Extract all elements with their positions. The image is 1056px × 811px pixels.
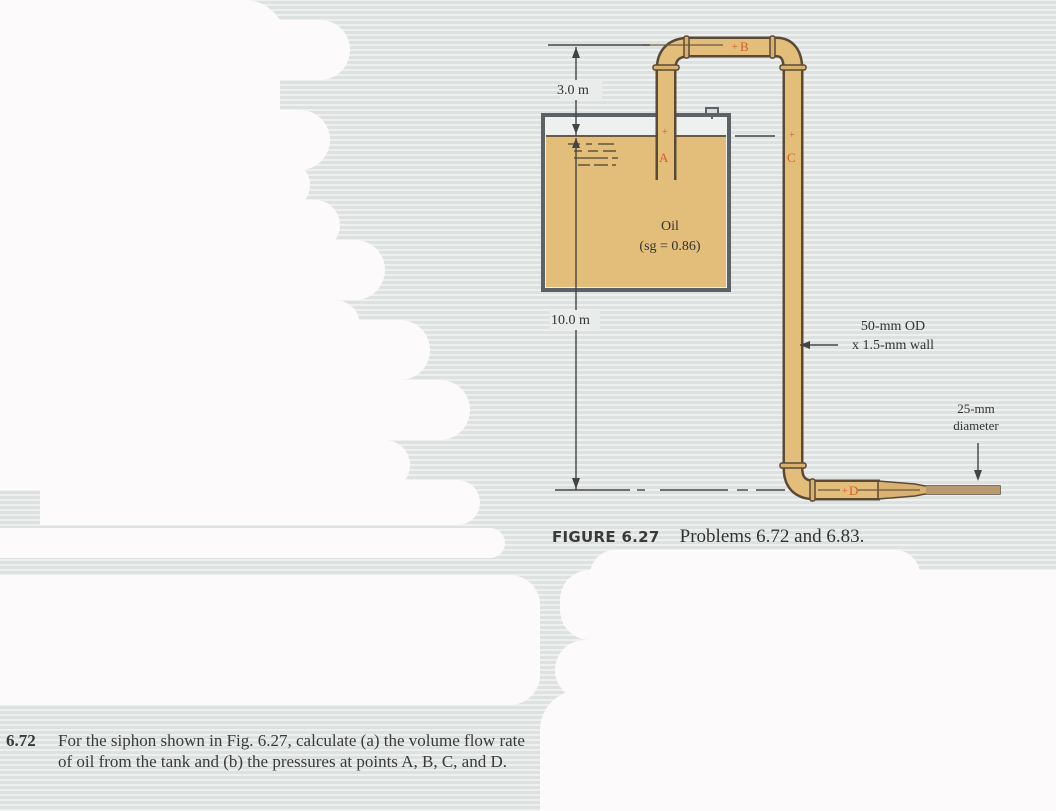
redaction-mask [0, 528, 505, 558]
pipe-couplings [652, 35, 816, 502]
redaction-mask [0, 575, 540, 705]
svg-text:+: + [662, 127, 668, 138]
point-c-label: C [787, 150, 796, 165]
problem-statement: 6.72 For the siphon shown in Fig. 6.27, … [6, 730, 536, 772]
redaction-mask [0, 380, 470, 440]
problem-text: For the siphon shown in Fig. 6.27, calcu… [58, 731, 525, 771]
label-10m: 10.0 m [551, 313, 590, 328]
problem-number: 6.72 [6, 731, 36, 750]
figure-caption-text: Problems 6.72 and 6.83. [679, 526, 865, 547]
vent-cap [705, 107, 719, 115]
point-b-label: B [740, 39, 749, 54]
svg-text:+: + [732, 42, 738, 53]
siphon-pipe [642, 35, 1001, 502]
pipe-spec-line2: x 1.5-mm wall [852, 338, 934, 353]
pipe-spec-line1: 50-mm OD [861, 319, 925, 334]
figure-number: FIGURE 6.27 [552, 528, 660, 546]
redaction-mask [0, 240, 385, 300]
redaction-mask [40, 480, 480, 525]
oil-fill [546, 136, 726, 287]
oil-tank [541, 107, 731, 292]
redaction-mask [540, 690, 1056, 811]
redaction-mask [560, 570, 1056, 640]
svg-text:+: + [842, 486, 848, 497]
nozzle-spec-line2: diameter [953, 418, 999, 433]
specific-gravity-label: (sg = 0.86) [639, 239, 701, 254]
nozzle-spec-line1: 25-mm [957, 401, 995, 416]
label-3m: 3.0 m [557, 83, 589, 98]
point-a-label: A [659, 150, 669, 165]
liquid-surface-symbol [568, 143, 618, 166]
point-d-label: D [849, 483, 858, 498]
nozzle-outlet [926, 486, 1000, 494]
point-labels: + A + B + C + D [659, 39, 858, 498]
oil-label: Oil [661, 219, 679, 234]
figure-caption: FIGURE 6.27 Problems 6.72 and 6.83. [552, 526, 864, 548]
svg-text:+: + [789, 130, 795, 141]
redaction-mask [0, 320, 430, 380]
